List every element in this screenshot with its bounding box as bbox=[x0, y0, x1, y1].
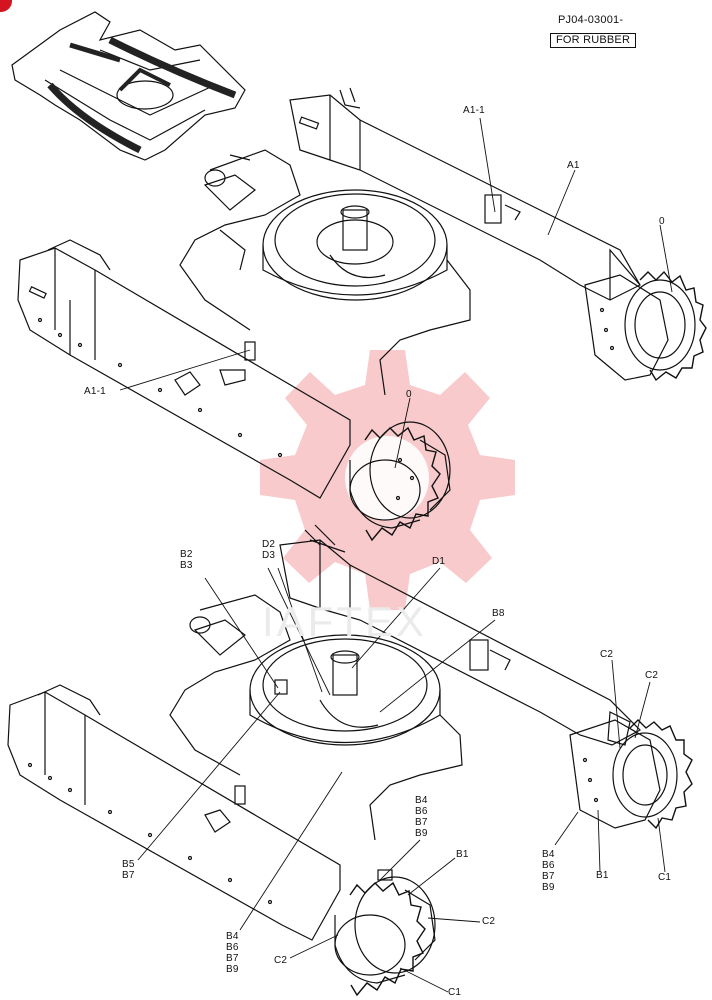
callout-0-front: 0 bbox=[406, 389, 412, 400]
machine-inset-drawing bbox=[11, 11, 246, 161]
callout-c2-front-right: C2 bbox=[482, 916, 496, 927]
callout-c1-front: C1 bbox=[448, 987, 462, 998]
callout-b1-right: B1 bbox=[596, 870, 609, 881]
callout-d1: D1 bbox=[432, 556, 446, 567]
callout-0-right: 0 bbox=[659, 216, 665, 227]
watermark-gear-hole bbox=[345, 436, 429, 520]
callout-a1-1-right: A1-1 bbox=[463, 105, 485, 116]
callout-a1: A1 bbox=[567, 160, 580, 171]
bottom-leader-lines bbox=[137, 567, 666, 993]
top-leader-lines bbox=[119, 117, 673, 469]
top-frame-drawing bbox=[17, 87, 707, 542]
bottom-frame-drawing bbox=[7, 524, 693, 997]
callout-c2-right-b: C2 bbox=[645, 670, 659, 681]
variant-label: FOR RUBBER bbox=[550, 33, 637, 48]
callout-c2-right-a: C2 bbox=[600, 649, 614, 660]
callout-c1-right: C1 bbox=[658, 872, 672, 883]
callout-b8: B8 bbox=[492, 608, 505, 619]
watermark-text: IAFTEX bbox=[262, 598, 428, 645]
document-code: PJ04-03001- bbox=[558, 14, 624, 26]
callout-b1-front: B1 bbox=[456, 849, 469, 860]
callout-c2-front-left: C2 bbox=[274, 955, 288, 966]
callout-a1-1-left: A1-1 bbox=[84, 386, 106, 397]
